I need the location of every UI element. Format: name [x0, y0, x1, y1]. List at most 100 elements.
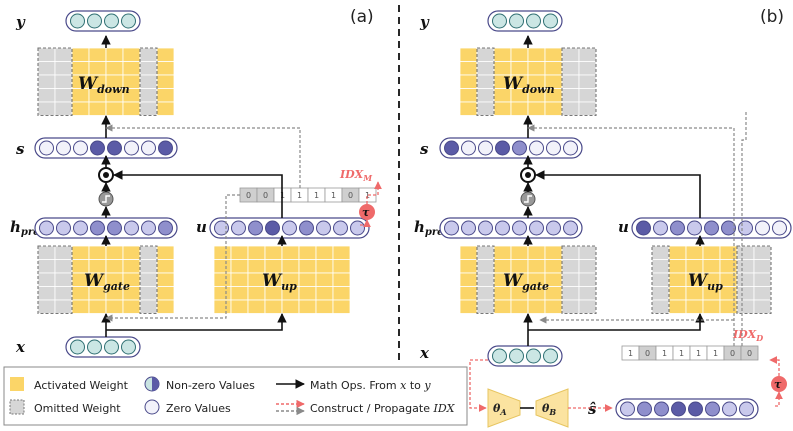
activated-weight-cell: [298, 259, 317, 274]
activated-weight-cell: [459, 286, 478, 301]
omitted-weight-cell: [651, 286, 670, 301]
activated-weight-cell: [122, 47, 141, 62]
var-s-a: s: [16, 140, 25, 158]
vector-cell: [772, 220, 787, 236]
var-h-a: hpre: [10, 218, 40, 238]
activated-weight-cell: [88, 47, 107, 62]
vector-cell: [722, 401, 737, 417]
vector-cell: [70, 339, 85, 355]
omitted-weight-cell: [476, 299, 495, 314]
activated-weight-cell: [315, 272, 334, 287]
omitted-weight-cell: [139, 61, 158, 76]
activated-weight-cell: [105, 245, 124, 260]
omitted-weight-cell: [753, 272, 772, 287]
activated-weight-cell: [71, 101, 90, 116]
omitted-weight-cell: [476, 245, 495, 260]
vector-cell: [231, 220, 246, 236]
step-icon-a: [102, 195, 110, 203]
vector-capsule: [65, 336, 141, 358]
omitted-weight-cell: [651, 299, 670, 314]
activated-weight-cell: [230, 286, 249, 301]
activated-weight-cell: [527, 101, 546, 116]
w-up-matrix-a: [213, 245, 351, 314]
connector-grayplain: [741, 110, 747, 346]
vector-cell: [73, 140, 88, 156]
omitted-weight-cell: [561, 101, 580, 116]
vector-cell: [512, 140, 527, 156]
theta-a-block: [487, 388, 521, 428]
omitted-weight-cell: [561, 286, 580, 301]
omitted-weight-cell: [578, 299, 597, 314]
omitted-weight-cell: [139, 245, 158, 260]
activated-weight-cell: [281, 245, 300, 260]
activated-weight-cell: [88, 61, 107, 76]
omitted-weight-cell: [561, 272, 580, 287]
theta-b-block: [535, 388, 569, 428]
vector-cell: [492, 13, 507, 29]
activated-weight-cell: [88, 245, 107, 260]
vector-cell: [282, 220, 297, 236]
idx-cell-value: 0: [730, 349, 735, 358]
idx-cell-value: 1: [696, 349, 701, 358]
activated-weight-cell: [510, 245, 529, 260]
vector-cell: [670, 220, 685, 236]
omitted-weight-cell: [651, 245, 670, 260]
omitted-weight-cell: [139, 299, 158, 314]
idx-cell-value: 0: [645, 349, 650, 358]
omitted-weight-cell: [561, 88, 580, 103]
connector-black: [535, 170, 701, 218]
legend-omitted-swatch: [9, 399, 25, 415]
omitted-weight-cell: [578, 101, 597, 116]
activated-weight-cell: [702, 299, 721, 314]
omitted-group-outline: [139, 47, 158, 117]
activated-weight-cell: [459, 299, 478, 314]
legend-activated-swatch: [10, 377, 24, 391]
vector-u-b: [631, 217, 792, 239]
omitted-weight-cell: [476, 88, 495, 103]
omitted-group-outline: [476, 47, 495, 117]
activated-weight-cell: [264, 299, 283, 314]
idx-m-label: IDXM: [339, 168, 373, 183]
vector-cell: [543, 13, 558, 29]
theta-a-label: θA: [493, 402, 507, 417]
activated-weight-cell: [122, 245, 141, 260]
activated-weight-cell: [247, 299, 266, 314]
activated-weight-cell: [156, 88, 175, 103]
activated-weight-cell: [298, 286, 317, 301]
activated-weight-cell: [156, 299, 175, 314]
omitted-weight-cell: [54, 61, 73, 76]
activated-weight-cell: [685, 245, 704, 260]
activated-weight-cell: [281, 259, 300, 274]
omitted-weight-cell: [54, 101, 73, 116]
idx-cell-value: 1: [365, 191, 370, 200]
vector-cell: [620, 401, 635, 417]
omitted-weight-cell: [139, 286, 158, 301]
activated-weight-cell: [544, 61, 563, 76]
vector-cell: [39, 220, 54, 236]
omitted-weight-cell: [54, 74, 73, 89]
idx-cell-value: 0: [263, 191, 268, 200]
connector-red: [469, 359, 488, 412]
activated-weight-cell: [156, 61, 175, 76]
vector-cell: [299, 220, 314, 236]
vector-cell: [654, 401, 669, 417]
omitted-weight-cell: [476, 272, 495, 287]
omitted-weight-cell: [139, 74, 158, 89]
activated-weight-cell: [527, 61, 546, 76]
connector-gray: [527, 124, 735, 346]
vector-cell: [738, 220, 753, 236]
var-y-b: y: [419, 13, 430, 31]
omitted-weight-cell: [578, 259, 597, 274]
vector-cell: [107, 220, 122, 236]
tau-symbol-b: τ: [774, 378, 782, 391]
vector-y-a: [65, 10, 141, 32]
omitted-weight-cell: [578, 61, 597, 76]
vector-y-b: [487, 10, 563, 32]
activated-weight-cell: [71, 299, 90, 314]
vector-cell: [637, 401, 652, 417]
activated-weight-cell: [230, 259, 249, 274]
vector-cell: [73, 220, 88, 236]
omitted-weight-cell: [753, 299, 772, 314]
activated-weight-cell: [459, 88, 478, 103]
omitted-weight-cell: [54, 88, 73, 103]
